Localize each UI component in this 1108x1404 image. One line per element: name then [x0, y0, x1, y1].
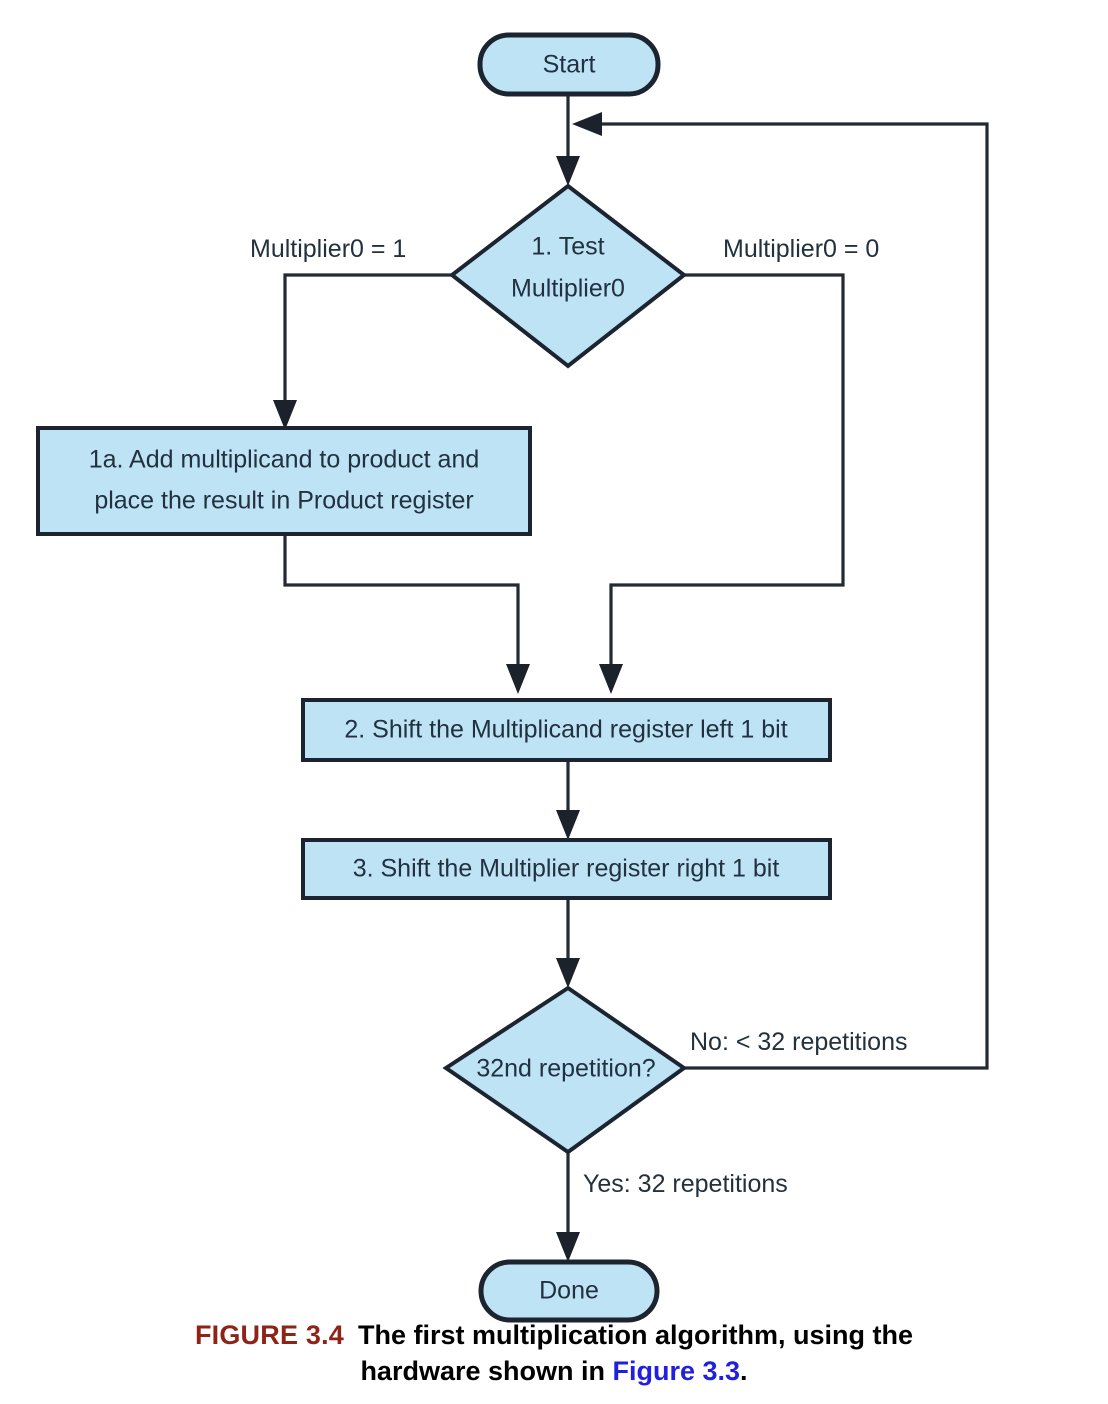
caption-line-2: hardware shown in Figure 3.3. [0, 1354, 1108, 1390]
node-shift-multiplier-label: 3. Shift the Multiplier register right 1… [353, 855, 780, 883]
node-repetition-label: 32nd repetition? [476, 1055, 655, 1083]
node-start[interactable]: Start [477, 32, 661, 97]
node-test-label-line2: Multiplier0 [511, 275, 625, 303]
caption-text-line2-before: hardware shown in [360, 1355, 613, 1386]
caption-figure-tag: FIGURE 3.4 [194, 1320, 344, 1350]
edge-feedback-loop [572, 112, 989, 1070]
edge-shift-multiplier-to-repetition [556, 895, 580, 988]
caption-text-line1: The first multiplication algorithm, usin… [358, 1320, 914, 1350]
edge-repetition-to-done [556, 1152, 580, 1262]
node-shift-multiplicand[interactable]: 2. Shift the Multiplicand register left … [301, 698, 832, 762]
caption-text-line2-after: . [740, 1355, 748, 1386]
edge-label-multiplier0-one: Multiplier0 = 1 [250, 235, 406, 263]
figure-caption: FIGURE 3.4 The first multiplication algor… [0, 1318, 1108, 1389]
node-add-label-line1: 1a. Add multiplicand to product and [89, 446, 480, 474]
edge-test-to-shift-multiplicand [599, 273, 845, 694]
node-add-label-line2: place the result in Product register [94, 487, 473, 515]
edge-label-no-branch: No: < 32 repetitions [690, 1028, 908, 1056]
edge-label-yes-branch: Yes: 32 repetitions [583, 1170, 788, 1198]
node-repetition-check[interactable]: 32nd repetition? [442, 985, 688, 1155]
node-start-label: Start [543, 51, 596, 79]
edge-add-to-shift-multiplicand [283, 534, 530, 694]
node-shift-multiplier[interactable]: 3. Shift the Multiplier register right 1… [301, 838, 832, 900]
caption-figure-reference-link[interactable]: Figure 3.3 [612, 1355, 741, 1386]
node-add-multiplicand[interactable]: 1a. Add multiplicand to product and plac… [36, 426, 532, 536]
caption-line-1: FIGURE 3.4 The first multiplication algor… [0, 1318, 1108, 1354]
edge-shift-multiplicand-to-shift-multiplier [556, 760, 580, 840]
node-test-label-line1: 1. Test [531, 233, 604, 261]
node-test-multiplier0[interactable]: 1. Test Multiplier0 [448, 183, 688, 369]
edge-test-to-add [273, 273, 455, 430]
node-done[interactable]: Done [478, 1259, 660, 1323]
node-shift-multiplicand-label: 2. Shift the Multiplicand register left … [344, 716, 787, 744]
edge-start-to-test [556, 94, 580, 186]
node-done-label: Done [539, 1277, 599, 1305]
edge-label-multiplier0-zero: Multiplier0 = 0 [723, 235, 879, 263]
